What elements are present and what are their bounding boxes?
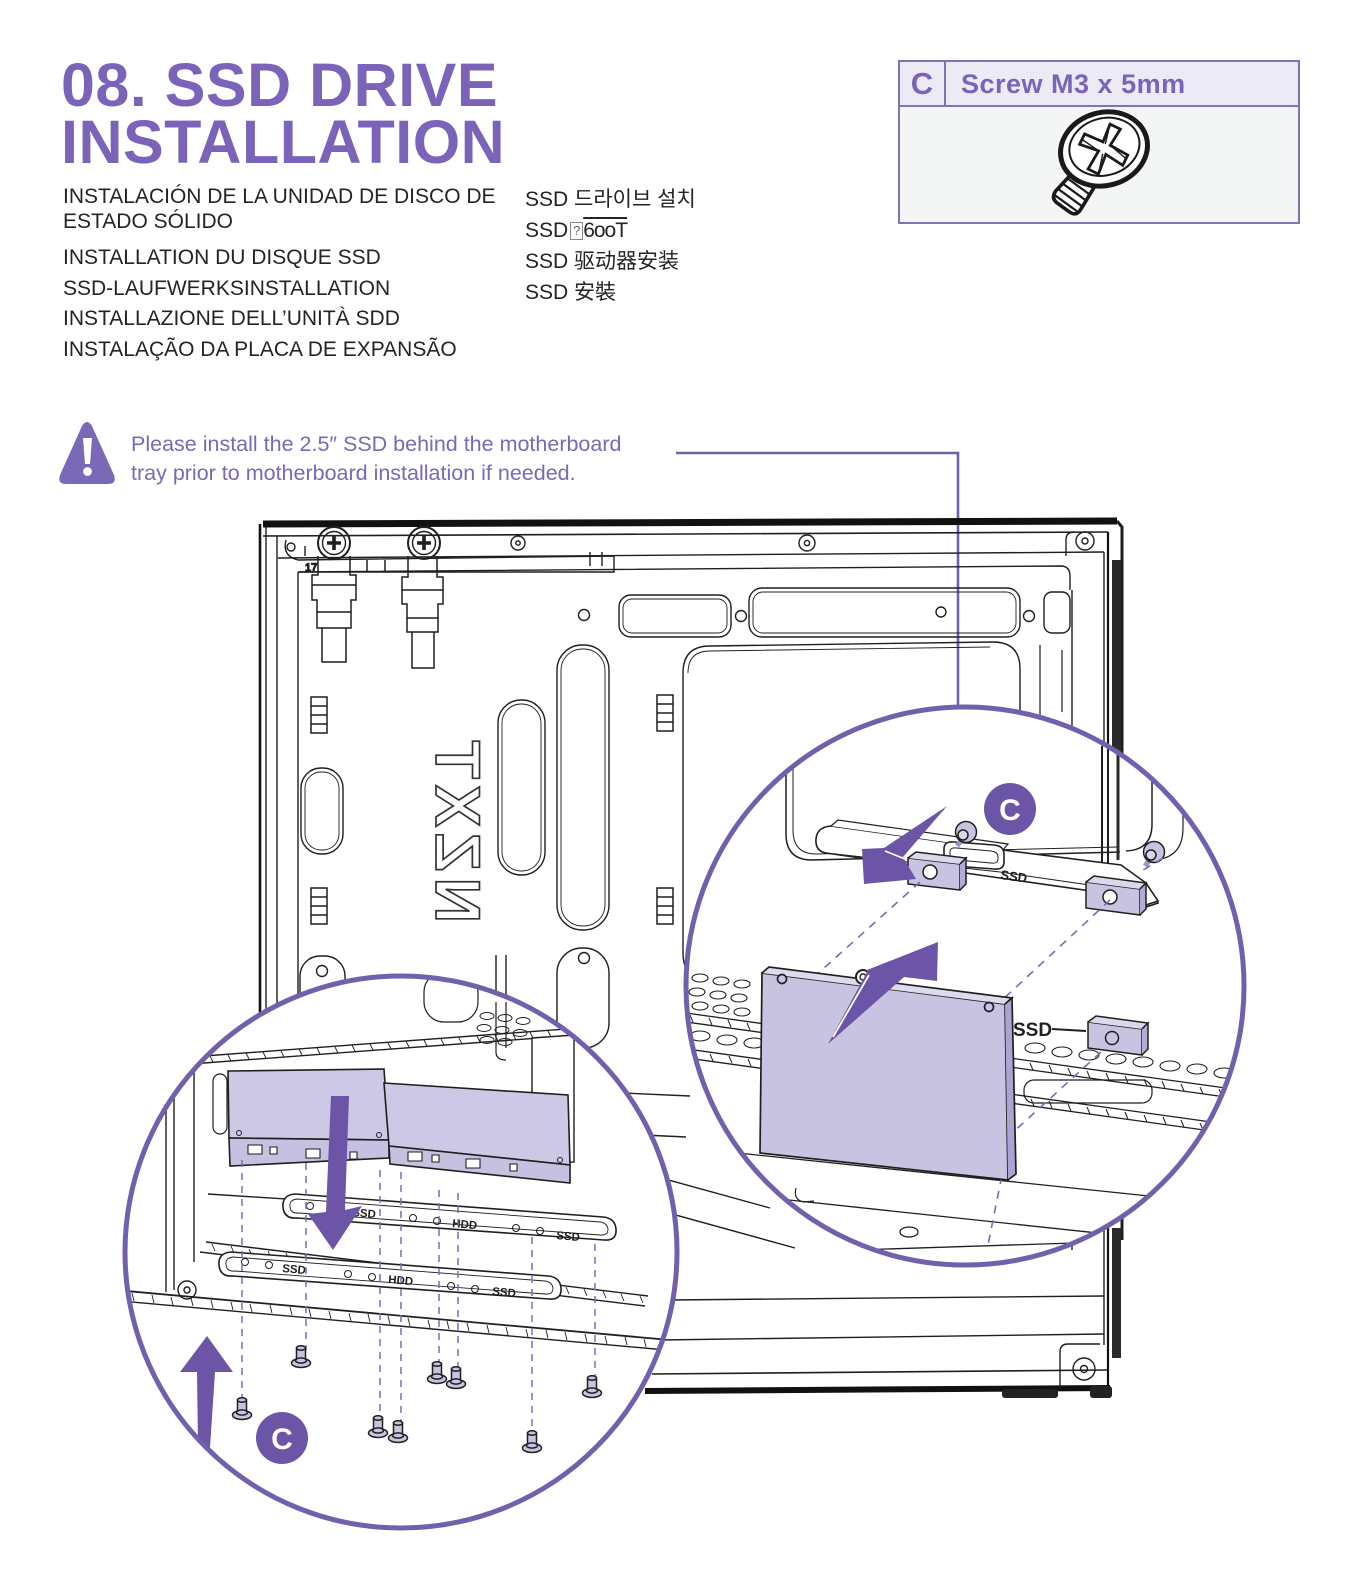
svg-text:HDD: HDD: [452, 1218, 478, 1232]
svg-text:SSD: SSD: [556, 1230, 581, 1244]
svg-text:SSD: SSD: [492, 1286, 517, 1300]
svg-text:C: C: [271, 1423, 293, 1456]
svg-text:17: 17: [305, 562, 317, 574]
svg-text:SSD: SSD: [282, 1263, 307, 1277]
svg-text:C: C: [999, 794, 1021, 827]
svg-text:SSD: SSD: [1000, 867, 1029, 886]
svg-text:NZXT: NZXT: [422, 735, 492, 923]
svg-text:SSD: SSD: [1013, 1020, 1052, 1041]
